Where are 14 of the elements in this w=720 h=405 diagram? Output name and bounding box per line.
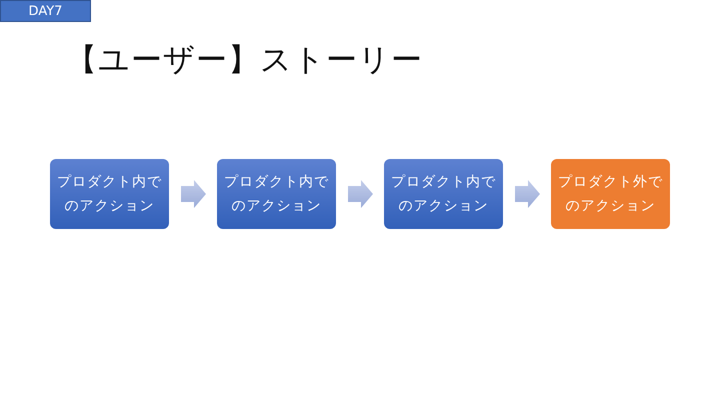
node-label: プロダクト内でのアクション	[390, 173, 496, 216]
process-box	[50, 159, 169, 229]
process-box	[384, 159, 503, 229]
block-arrow	[181, 180, 206, 208]
block-arrow	[515, 180, 540, 208]
day-label: DAY7	[28, 4, 62, 18]
node-label: プロダクト内でのアクション	[56, 173, 162, 216]
process-box	[217, 159, 336, 229]
node-label: プロダクト内でのアクション	[224, 173, 330, 216]
title: 【ユーザー】ストーリー	[66, 41, 423, 79]
block-arrow	[348, 180, 373, 208]
node-label: プロダクト外でのアクション	[558, 173, 664, 216]
process-box	[551, 159, 670, 229]
day-tag	[0, 0, 91, 22]
